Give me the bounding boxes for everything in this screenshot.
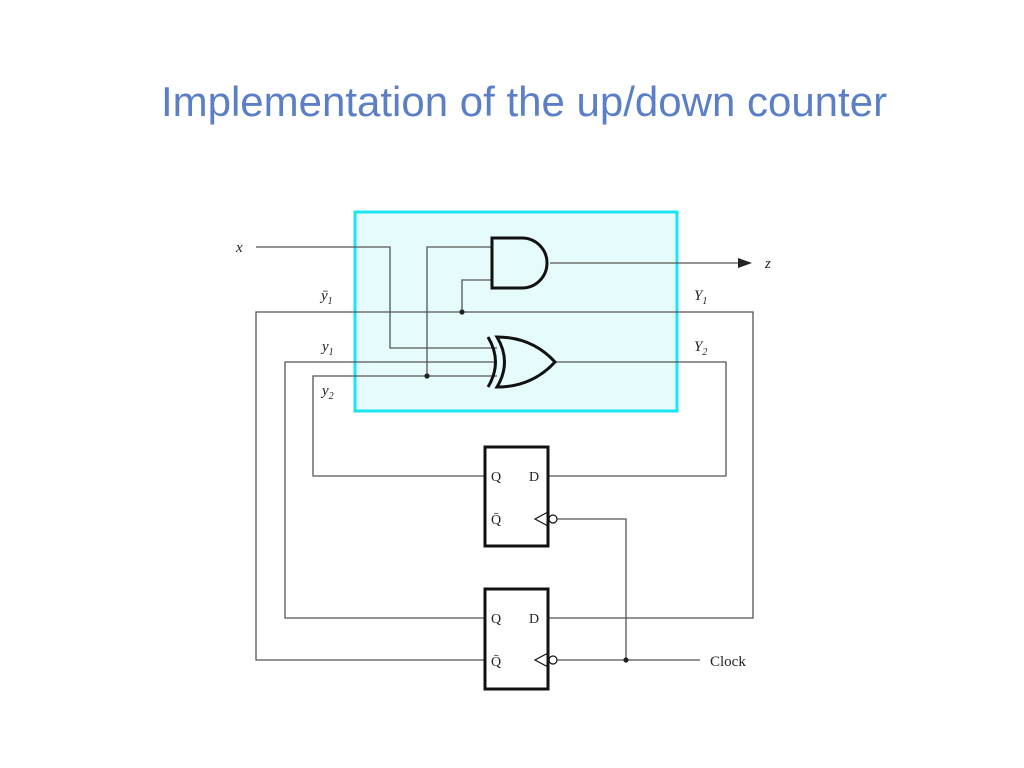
slide-title: Implementation of the up/down counter [160, 78, 888, 125]
ff1-qbar-label: Q̄ [491, 512, 501, 528]
ff2-qbar-label: Q̄ [491, 654, 501, 670]
wire-y2 [312, 375, 497, 477]
ff2-d-label: D [529, 612, 539, 627]
label-Y2: Y2 [694, 339, 707, 358]
junction-dot [459, 309, 465, 315]
wire-clock [557, 518, 700, 661]
label-y1: y1 [320, 339, 334, 358]
junction-dot [623, 657, 629, 663]
wires [255, 246, 754, 661]
flip-flop-2: Q D Q̄ [483, 587, 558, 691]
ff1-clock-triangle [533, 511, 549, 527]
arrow-z [738, 258, 752, 268]
wire-Y2 [548, 361, 727, 477]
junction-dot [424, 373, 430, 379]
wire-y1 [284, 361, 497, 619]
flip-flop-1: Q D Q̄ [483, 445, 558, 548]
wire-y1bar-to-and [461, 279, 492, 312]
ff1-d-label: D [529, 470, 539, 485]
ff2-clock-triangle [533, 652, 549, 668]
wire-x [256, 246, 497, 349]
ff2-clock-bubble [548, 655, 558, 665]
and-gate [490, 236, 549, 290]
label-y1-bar: ȳ1 [319, 288, 333, 307]
label-Y1: Y1 [694, 288, 707, 307]
label-clock: Clock [710, 654, 746, 670]
xor-gate [486, 335, 558, 389]
ff2-q-label: Q [491, 612, 501, 627]
label-x: x [235, 240, 243, 256]
wire-y1-bar [255, 311, 754, 661]
ff1-q-label: Q [491, 470, 501, 485]
label-z: z [764, 256, 771, 272]
wire-y2-to-and [426, 246, 492, 376]
label-y2: y2 [320, 383, 334, 402]
ff1-clock-bubble [548, 514, 558, 524]
